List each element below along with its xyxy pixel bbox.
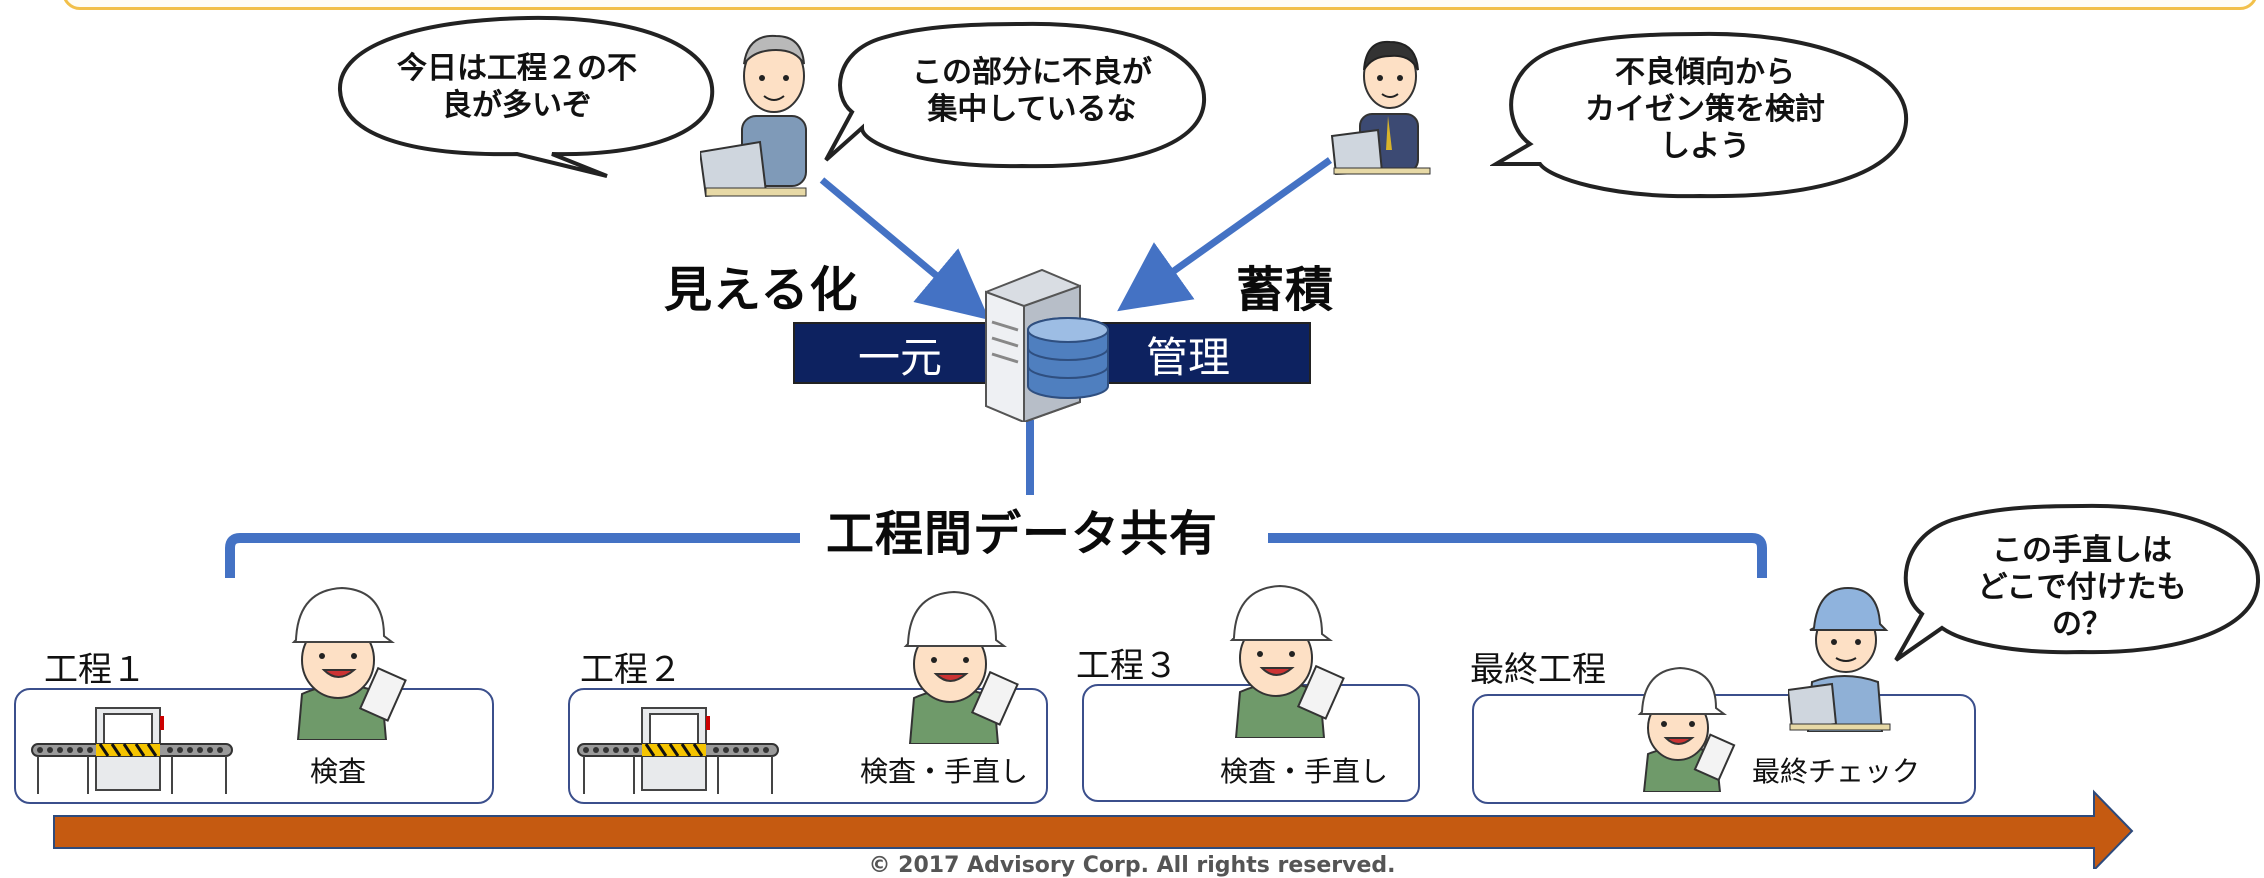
station-1-task: 検査	[310, 755, 367, 788]
arrow-accumulate	[1117, 157, 1333, 312]
inspector-with-laptop-illustration	[1788, 586, 1891, 732]
database-server-icon	[985, 268, 1109, 422]
station-1-label: 工程１	[44, 650, 146, 690]
station-final-task: 最終チェック	[1752, 755, 1921, 788]
worker-with-tablet-illustration	[903, 590, 1019, 744]
conveyor-machine-illustration	[577, 707, 779, 794]
label-accumulate: 蓄積	[1236, 262, 1335, 318]
conveyor-machine-illustration	[31, 707, 233, 794]
copyright-footer: © 2017 Advisory Corp. All rights reserve…	[868, 853, 1396, 878]
bubble-text-manager1-left: 今日は工程２の不良が多いぞ	[397, 51, 637, 123]
arrow-visualize	[819, 177, 990, 320]
station-3-label: 工程３	[1076, 646, 1178, 686]
manager2-with-laptop-illustration	[1330, 40, 1431, 176]
label-unified: 一元	[858, 333, 943, 382]
speech-bubble-final-worker	[1894, 503, 2261, 662]
station-3-task: 検査・手直し	[1220, 755, 1389, 788]
station-1-box	[14, 688, 494, 804]
speech-bubble-manager2	[1490, 31, 1909, 199]
worker-with-tablet-illustration	[1637, 666, 1736, 792]
worker-with-tablet-illustration	[291, 586, 407, 740]
station-final-label: 最終工程	[1470, 650, 1606, 690]
bubble-text-final-worker: この手直しはどこで付けたもの？	[1977, 533, 2187, 642]
manager-with-laptop-illustration	[700, 34, 807, 198]
bubble-text-manager1-right: この部分に不良が集中しているな	[912, 55, 1152, 127]
share-bracket-left	[225, 533, 800, 578]
station-2-task: 検査・手直し	[860, 755, 1029, 788]
label-inter-process-data-sharing: 工程間データ共有	[826, 506, 1219, 562]
label-management: 管理	[1146, 333, 1231, 382]
speech-bubble-manager1-right	[824, 21, 1207, 169]
worker-with-tablet-illustration	[1229, 584, 1345, 738]
speech-bubble-manager1-left	[337, 15, 715, 178]
share-bracket-right	[1268, 533, 1767, 578]
label-visualize: 見える化	[664, 262, 859, 318]
bubble-text-manager2: 不良傾向からカイゼン策を検討しよう	[1585, 55, 1825, 164]
process-flow-arrow	[53, 789, 2134, 869]
station-2-label: 工程２	[580, 650, 682, 690]
